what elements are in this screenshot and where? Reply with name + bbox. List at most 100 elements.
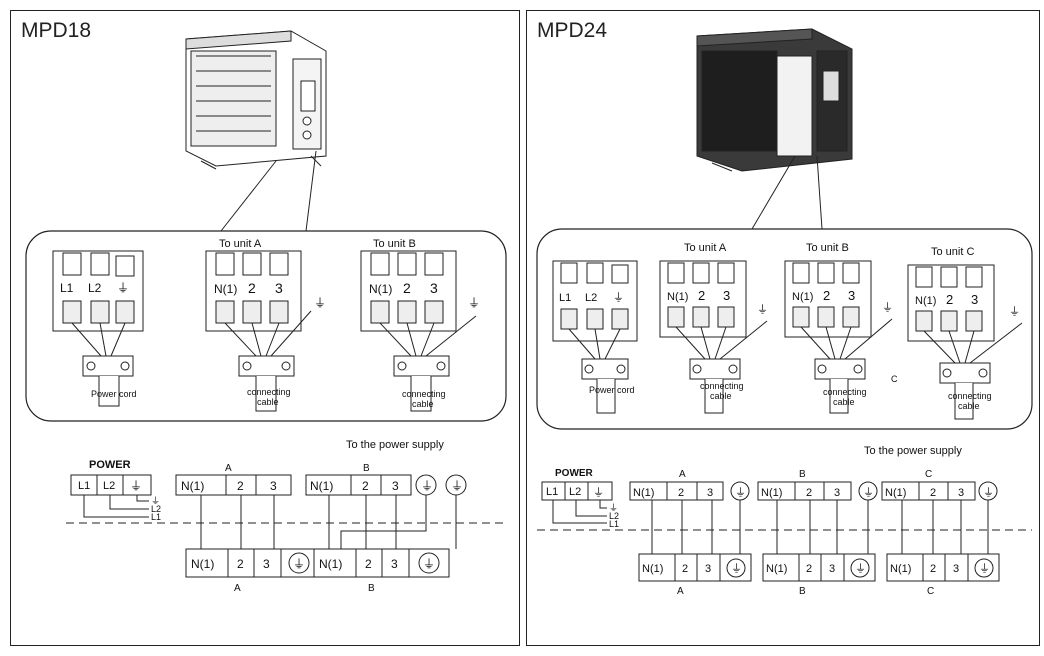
wire-label-l2: L2: [609, 511, 619, 521]
ground-icon: ⏚: [117, 281, 129, 295]
connecting-label: connecting: [948, 391, 992, 401]
terminal-label-l2: L2: [569, 486, 581, 498]
terminal-label-3: 3: [430, 280, 438, 296]
terminal-label-2: 2: [806, 563, 812, 575]
terminal-label-2: 2: [365, 557, 372, 571]
a-top-label: A: [225, 463, 232, 474]
outdoor-unit-illustration: [185, 30, 327, 170]
terminal-label-3: 3: [270, 479, 277, 493]
ground-icon: ⏚: [423, 557, 435, 571]
c-top-label: C: [925, 469, 932, 480]
terminal-label-2: 2: [248, 280, 256, 296]
ground-icon: ⏚: [314, 296, 326, 310]
terminal-label-3: 3: [834, 487, 840, 499]
terminal-label-n1: N(1): [319, 557, 342, 571]
to-unit-a-label: To unit A: [684, 242, 727, 254]
ground-icon: ⏚: [613, 291, 624, 304]
terminal-label-n1: N(1): [667, 291, 688, 303]
wiring-diagram-mpd18: L1 L2 ⏚ To unit A N(1) 2 3 To unit B N: [25, 30, 507, 594]
ground-icon: ⏚: [983, 486, 994, 499]
connecting-label: connecting: [823, 387, 867, 397]
ground-icon: ⏚: [855, 562, 866, 575]
outdoor-unit-illustration: [696, 28, 853, 172]
power-cord-label: Power cord: [589, 385, 635, 395]
ground-icon: ⏚: [863, 486, 874, 499]
power-cord-label: Power cord: [91, 389, 137, 399]
terminal-label-3: 3: [953, 563, 959, 575]
schematic-wires: [66, 495, 506, 549]
wire-label-l1: L1: [609, 519, 619, 529]
terminal-label-3: 3: [723, 288, 730, 303]
ground-icon: ⏚: [731, 562, 742, 575]
a-bottom-label: A: [234, 583, 241, 594]
cable-label: cable: [958, 401, 980, 411]
terminal-label-n1: N(1): [885, 487, 906, 499]
terminal-label-n1: N(1): [766, 563, 787, 575]
terminal-label-2: 2: [237, 479, 244, 493]
terminal-label-n1: N(1): [633, 487, 654, 499]
terminal-label-2: 2: [237, 557, 244, 571]
terminal-label-3: 3: [971, 292, 978, 307]
to-power-supply-label: To the power supply: [346, 439, 444, 451]
unit-b-terminal-block: [360, 250, 457, 332]
ground-icon: ⏚: [468, 296, 480, 310]
schematic-bottom-blocks: [638, 553, 1000, 582]
panel-title: MPD24: [537, 19, 608, 42]
ground-icon: ⏚: [593, 486, 604, 499]
c-mark-label: C: [891, 374, 898, 384]
terminal-label-n1: N(1): [792, 291, 813, 303]
terminal-label-2: 2: [946, 292, 953, 307]
terminal-label-2: 2: [403, 280, 411, 296]
terminal-label-3: 3: [392, 479, 399, 493]
terminal-label-2: 2: [682, 563, 688, 575]
unit-a-terminal-block: [205, 250, 302, 332]
cable-label: cable: [710, 391, 732, 401]
terminal-label-l1: L1: [78, 480, 90, 492]
terminal-label-3: 3: [275, 280, 283, 296]
ground-icon: ⏚: [293, 557, 305, 571]
terminal-label-n1: N(1): [191, 557, 214, 571]
connecting-label: connecting: [402, 389, 446, 399]
ground-icon: ⏚: [151, 496, 160, 506]
terminal-label-2: 2: [823, 288, 830, 303]
cable-clamps: [71, 310, 477, 412]
panel-mpd24: MPD24 L1 L2 ⏚: [526, 10, 1040, 646]
power-label: POWER: [89, 459, 131, 471]
terminal-label-3: 3: [705, 563, 711, 575]
schematic-top-blocks: [70, 474, 467, 496]
terminal-label-3: 3: [958, 487, 964, 499]
terminal-label-l2: L2: [88, 281, 102, 295]
terminal-label-l2: L2: [585, 292, 597, 304]
terminal-label-n1: N(1): [310, 479, 333, 493]
cable-label: cable: [833, 397, 855, 407]
unit-c-terminal-block: [907, 264, 995, 342]
to-power-supply-label: To the power supply: [864, 445, 962, 457]
terminal-label-3: 3: [263, 557, 270, 571]
terminal-label-3: 3: [829, 563, 835, 575]
wire-label-l1: L1: [151, 512, 161, 522]
terminal-callout-box: [25, 230, 507, 422]
ground-icon: ⏚: [882, 301, 893, 314]
wiring-diagram-mpd24: L1 L2 ⏚ To unit A N(1) 2 3 To unit B N: [536, 28, 1033, 597]
terminal-label-n1: N(1): [915, 295, 936, 307]
ground-icon: ⏚: [451, 479, 463, 493]
terminal-label-n1: N(1): [369, 282, 392, 296]
terminal-label-2: 2: [930, 563, 936, 575]
terminal-label-n1: N(1): [214, 282, 237, 296]
to-unit-b-label: To unit B: [373, 238, 416, 250]
ground-icon: ⏚: [130, 479, 142, 493]
schematic-top-blocks: [541, 481, 998, 501]
terminal-label-3: 3: [707, 487, 713, 499]
cable-label: cable: [412, 399, 434, 409]
ground-icon: ⏚: [421, 479, 433, 493]
schematic-wires: [537, 500, 1032, 554]
terminal-label-n1: N(1): [181, 479, 204, 493]
schematic-bottom-blocks: [185, 548, 450, 578]
terminal-label-2: 2: [698, 288, 705, 303]
cable-clamps: [568, 318, 1023, 420]
connecting-label: connecting: [700, 381, 744, 391]
terminal-label-3: 3: [848, 288, 855, 303]
terminal-label-l1: L1: [546, 486, 558, 498]
ground-icon: ⏚: [1009, 305, 1020, 318]
b-bottom-label: B: [368, 583, 375, 594]
